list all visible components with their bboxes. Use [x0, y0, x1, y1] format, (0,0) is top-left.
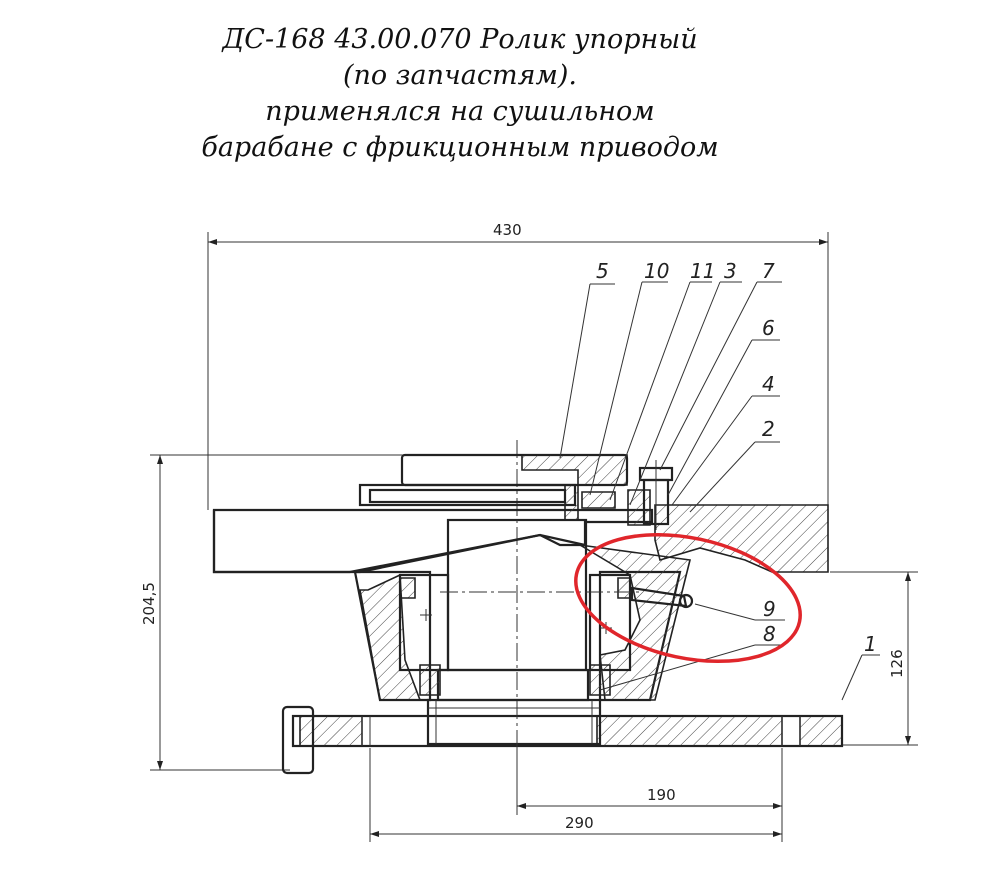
label-8: 8 [763, 622, 776, 646]
title-line-2: (по запчастям). [343, 60, 577, 91]
dimension-430: 430 [207, 221, 829, 510]
highlight-circle [574, 532, 802, 664]
label-5: 5 [596, 259, 609, 283]
dimension-290: 290 [369, 748, 783, 842]
label-10: 10 [644, 259, 669, 283]
bearings [398, 573, 632, 696]
dim-label-204-5: 204,5 [140, 582, 158, 625]
bottom-flange [426, 668, 602, 746]
dim-label-126: 126 [888, 649, 906, 678]
dim-label-290: 290 [565, 814, 594, 832]
bolt [638, 460, 674, 530]
title-line-1: ДС-168 43.00.070 Ролик упорный [222, 24, 698, 55]
drawing-title: ДС-168 43.00.070 Ролик упорный (по запча… [150, 22, 770, 166]
top-cap [358, 453, 651, 526]
label-4: 4 [762, 372, 775, 396]
dim-label-430: 430 [493, 221, 522, 239]
label-9: 9 [763, 597, 776, 621]
housing [353, 544, 691, 702]
dimension-190: 190 [516, 748, 783, 815]
title-line-4: барабане с фрикционным приводом [201, 132, 719, 163]
base-plate [281, 705, 844, 775]
shaft [440, 440, 640, 760]
label-7: 7 [762, 259, 775, 283]
roller-disk [212, 504, 829, 574]
label-3: 3 [724, 259, 737, 283]
title-line-3: применялся на сушильном [265, 96, 655, 127]
dim-label-190: 190 [647, 786, 676, 804]
label-11: 11 [690, 259, 715, 283]
leaders: 5 10 11 3 7 6 4 2 9 8 1 [559, 259, 880, 701]
label-2: 2 [762, 417, 775, 441]
label-1: 1 [864, 632, 877, 656]
label-6: 6 [762, 316, 775, 340]
dimension-126: 126 [830, 571, 918, 746]
grease-fitting [630, 586, 694, 609]
